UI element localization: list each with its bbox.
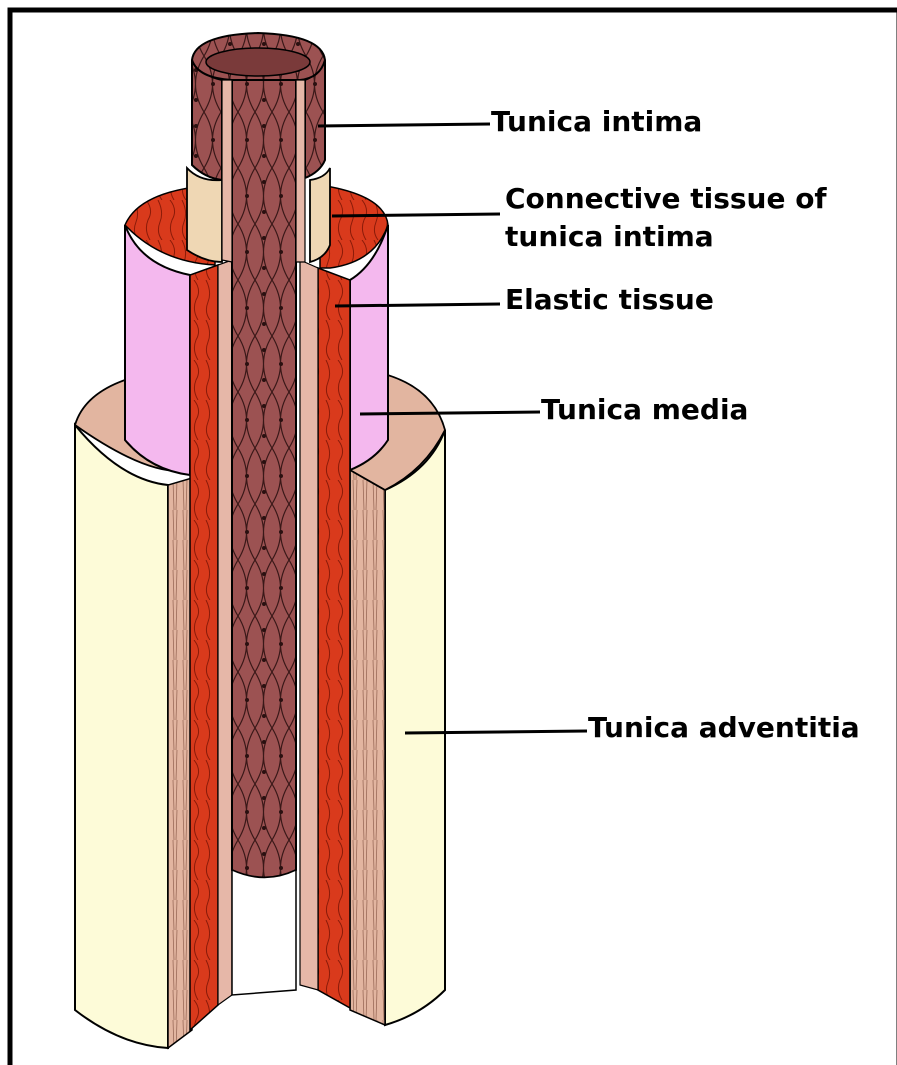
leader-tunica-media [360, 412, 540, 414]
intima-lumen-opening [206, 48, 310, 76]
label-connective-tissue-line1: Connective tissue of [505, 182, 827, 215]
leader-tunica-adventitia [405, 731, 587, 733]
elastic-strip-right [300, 260, 318, 990]
media-cut-left [190, 265, 218, 1030]
elastic-strip-left [218, 260, 232, 1005]
connective-band-left [187, 168, 222, 262]
media-cut-right [318, 268, 350, 1008]
adventitia-cut-right [350, 470, 385, 1025]
media-outer-right [350, 225, 388, 470]
lumen-bottom [232, 870, 296, 995]
leader-elastic-tissue [335, 304, 500, 306]
leader-tunica-intima [318, 124, 490, 126]
label-tunica-adventitia: Tunica adventitia [588, 711, 860, 744]
intima-cut-left [222, 80, 232, 262]
leader-connective-tissue [332, 214, 500, 216]
connective-band-right [310, 168, 330, 262]
adventitia-body-left [75, 425, 168, 1048]
adventitia-body-right [385, 430, 445, 1025]
media-outer-left [125, 225, 190, 475]
label-connective-tissue-line2: tunica intima [505, 220, 714, 253]
label-elastic-tissue: Elastic tissue [505, 283, 714, 316]
label-tunica-media: Tunica media [541, 393, 748, 426]
adventitia-cut-left [168, 478, 192, 1048]
label-tunica-intima: Tunica intima [491, 105, 702, 138]
intima-inner-wall [232, 80, 296, 878]
intima-cut-right [296, 80, 305, 262]
